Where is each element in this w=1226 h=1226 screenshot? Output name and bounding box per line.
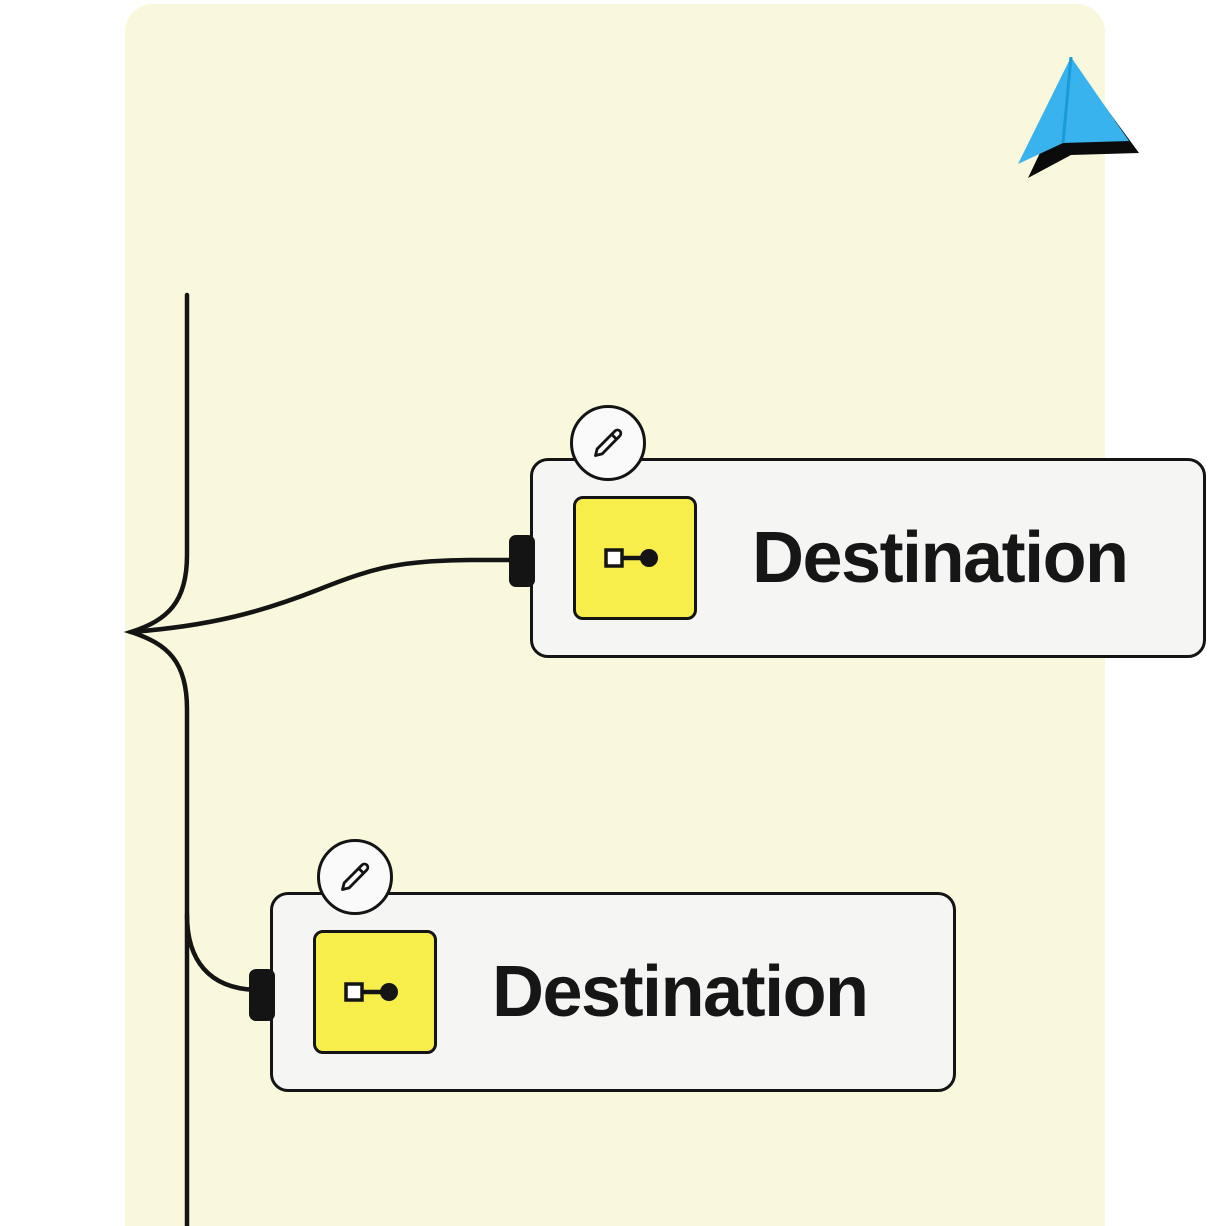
node-destination-1[interactable]: Destination <box>509 405 1206 658</box>
wire-to-node-1 <box>128 557 515 635</box>
pencil-icon <box>341 862 370 891</box>
node-label: Destination <box>492 952 869 1032</box>
node-label: Destination <box>752 518 1129 598</box>
destination-waypoint-glyph <box>344 982 398 1002</box>
pencil-icon <box>594 428 623 457</box>
node-destination-2[interactable]: Destination <box>249 839 956 1092</box>
destination-icon <box>313 930 437 1054</box>
wire-to-node-2 <box>184 912 263 993</box>
wire-trunk <box>123 292 190 1226</box>
input-port[interactable] <box>249 969 275 1021</box>
destination-waypoint-glyph <box>604 548 658 568</box>
input-port[interactable] <box>509 535 535 587</box>
destination-icon <box>573 496 697 620</box>
edit-badge[interactable] <box>570 405 646 481</box>
edit-badge[interactable] <box>317 839 393 915</box>
